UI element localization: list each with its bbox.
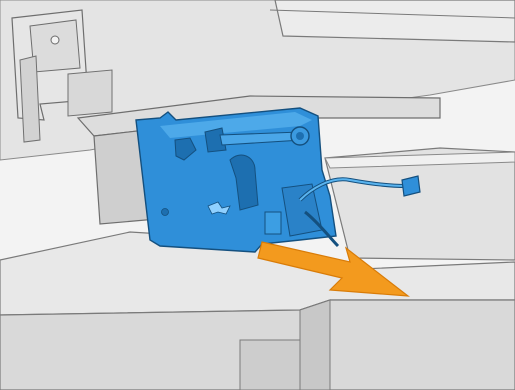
top-right-panel <box>275 0 515 42</box>
cable-plug-icon <box>402 176 420 196</box>
blue-part <box>136 108 336 252</box>
left-post <box>20 56 40 142</box>
bracket-face <box>30 20 80 72</box>
pivot-center <box>296 132 304 140</box>
screw-icon <box>51 36 59 44</box>
cabinet-slot <box>240 340 300 390</box>
connector-tab <box>265 212 281 234</box>
cabinet-divider <box>300 300 330 390</box>
mount-hole <box>162 209 169 216</box>
mounting-block <box>68 70 112 116</box>
